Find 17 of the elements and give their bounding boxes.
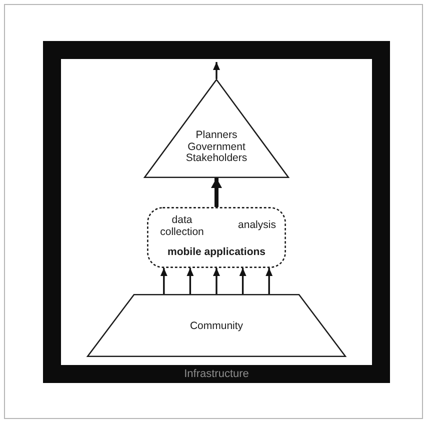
box-label: analysis xyxy=(237,220,277,232)
thick-arrow xyxy=(211,178,222,207)
triangle-label: Planners Government Stakeholders xyxy=(184,130,248,164)
trapezoid-shape xyxy=(87,294,346,357)
arrow xyxy=(160,268,168,294)
dashed-rounded-box xyxy=(147,207,286,268)
box-label: data collection xyxy=(159,215,205,238)
arrow xyxy=(213,62,220,79)
trapezoid-label: Community xyxy=(188,321,244,332)
box-heading: mobile applications xyxy=(166,247,267,258)
arrow xyxy=(239,268,246,294)
arrow xyxy=(266,268,273,294)
arrow xyxy=(186,268,194,294)
triangle-shape xyxy=(144,79,289,178)
frame-label: Infrastructure xyxy=(183,368,250,380)
frame-band xyxy=(43,41,390,383)
arrow xyxy=(213,268,220,294)
